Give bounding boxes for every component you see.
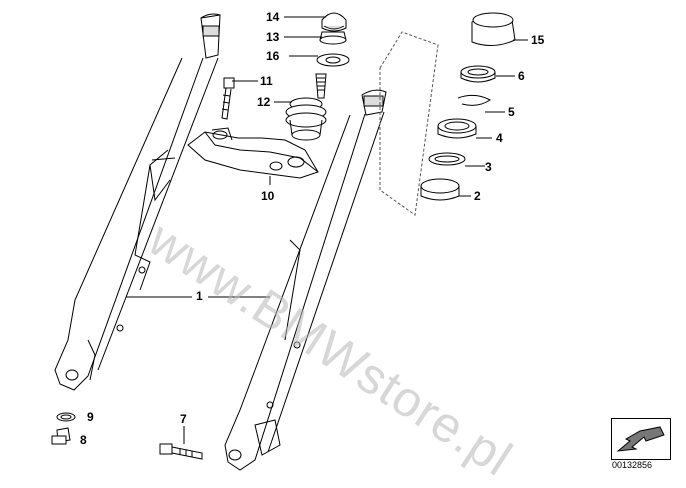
- view-direction-box: [611, 418, 671, 460]
- callout-13: 13: [266, 30, 280, 44]
- callout-12: 12: [257, 95, 271, 109]
- bottom-small-parts: [51, 412, 203, 460]
- callout-5: 5: [508, 105, 515, 119]
- left-fork-tube: [54, 13, 221, 391]
- callout-10: 10: [261, 189, 275, 203]
- hex-bolt: [221, 77, 235, 120]
- leader-lines: [126, 16, 528, 444]
- callout-7: 7: [180, 412, 187, 426]
- fork-bridge: [187, 127, 319, 179]
- stem-top-parts: [316, 12, 350, 67]
- callout-2: 2: [474, 189, 481, 203]
- steering-stem: [285, 73, 327, 141]
- callout-3: 3: [485, 160, 492, 174]
- callout-1: 1: [196, 289, 203, 303]
- callout-4: 4: [496, 131, 503, 145]
- callout-11: 11: [260, 74, 273, 88]
- callout-16: 16: [266, 49, 280, 63]
- callout-6: 6: [518, 69, 525, 83]
- callout-8: 8: [80, 433, 87, 447]
- bearing-stack: [379, 12, 516, 216]
- callout-14: 14: [266, 10, 280, 24]
- callout-15: 15: [531, 33, 545, 47]
- callout-9: 9: [87, 410, 94, 424]
- right-fork-tube: [224, 89, 387, 471]
- reference-number: 00132856: [612, 460, 653, 470]
- arrow-icon: [616, 426, 665, 452]
